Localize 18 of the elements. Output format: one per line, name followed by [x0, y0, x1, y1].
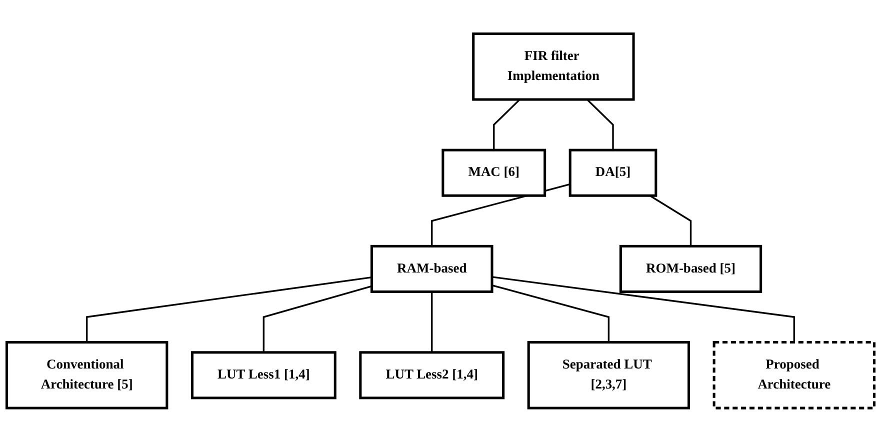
node-box: DA[5] — [568, 148, 658, 196]
node-box: RAM-based — [370, 244, 494, 293]
node-box: Conventional Architecture [5] — [6, 340, 168, 409]
connector — [649, 194, 692, 246]
connector — [492, 284, 610, 342]
node-box: FIR filter Implementation — [472, 32, 635, 100]
connector — [262, 284, 372, 352]
node-box: MAC [6] — [442, 148, 546, 196]
node-box: LUT Less2 [1,4] — [359, 350, 505, 399]
connector — [586, 98, 614, 150]
connector — [431, 291, 433, 352]
node-box: ROM-based [5] — [619, 244, 762, 293]
node-box: Separated LUT [2,3,7] — [527, 340, 690, 409]
connector — [492, 276, 795, 342]
node-box: Proposed Architecture — [712, 340, 876, 409]
connector — [86, 276, 372, 342]
connector — [493, 98, 520, 150]
node-box: LUT Less1 [1,4] — [190, 350, 336, 399]
